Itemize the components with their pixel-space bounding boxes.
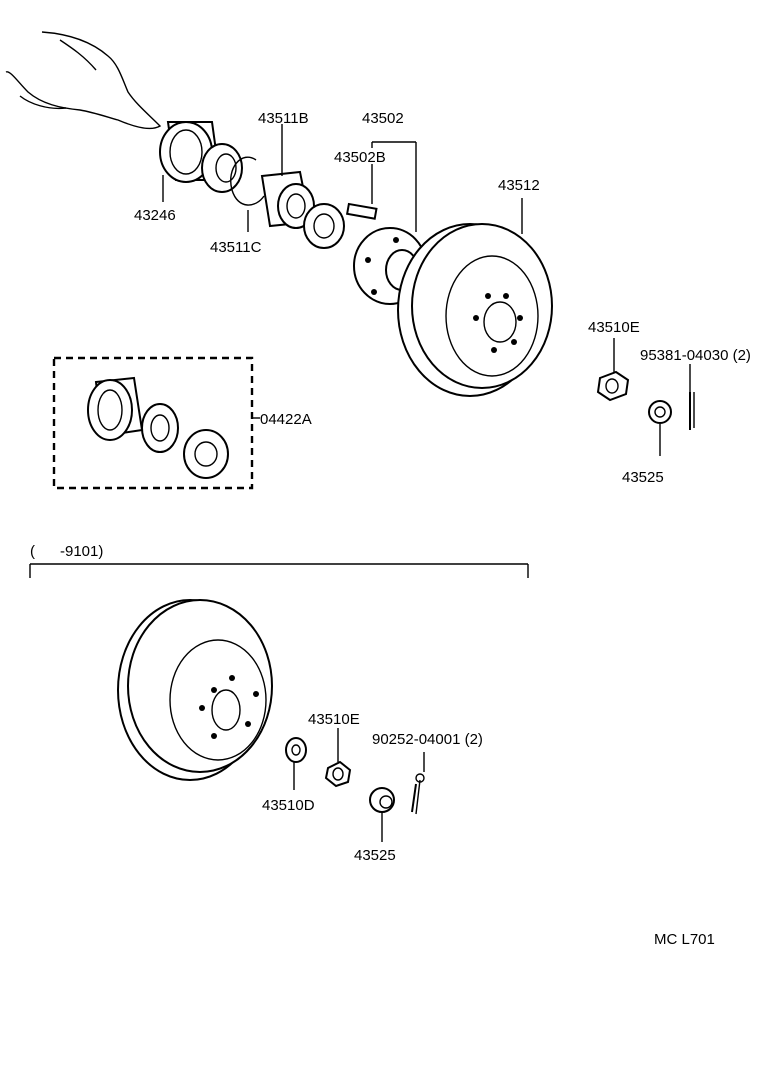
bearing-kit-04422A [52, 356, 260, 490]
nut-lock-cap-43525-bottom [369, 787, 395, 842]
label-43510E-top: 43510E [588, 319, 640, 336]
label-95381-04030: 95381-04030 (2) [640, 347, 751, 364]
label-43510E-bottom: 43510E [308, 711, 360, 728]
cotter-pin-95381 [689, 364, 695, 430]
disc-rotor-lower [117, 599, 273, 781]
label-group-range: ( -9101) [30, 543, 103, 560]
lock-nut-43510E-bottom [324, 728, 352, 788]
label-43525-bottom: 43525 [354, 847, 396, 864]
bracket-43502 [371, 141, 417, 232]
label-43510D: 43510D [262, 797, 315, 814]
label-90252-04001: 90252-04001 (2) [372, 731, 483, 748]
label-43502B: 43502B [334, 149, 386, 166]
grease-cap-43246 [159, 121, 222, 202]
washer-43510D [285, 737, 307, 790]
label-43511C: 43511C [210, 239, 262, 256]
label-43525-top: 43525 [622, 469, 664, 486]
snap-ring-43511C [230, 156, 265, 232]
label-43502: 43502 [362, 110, 404, 127]
range-bracket [29, 563, 529, 578]
label-43512: 43512 [498, 177, 540, 194]
label-43511B: 43511B [258, 110, 309, 127]
nut-lock-cap-43525-top [648, 400, 672, 456]
figure-code: MC L701 [654, 931, 715, 948]
hub-bolt-43502B [345, 164, 378, 220]
cotter-pin-90252 [411, 752, 425, 815]
disc-rotor-43512 [397, 198, 553, 397]
lock-nut-43510E-top [596, 338, 630, 402]
label-04422A: 04422A [260, 411, 312, 428]
bearing-43511B [201, 124, 345, 249]
pointing-hand-icon [5, 31, 162, 130]
label-43246: 43246 [134, 207, 176, 224]
